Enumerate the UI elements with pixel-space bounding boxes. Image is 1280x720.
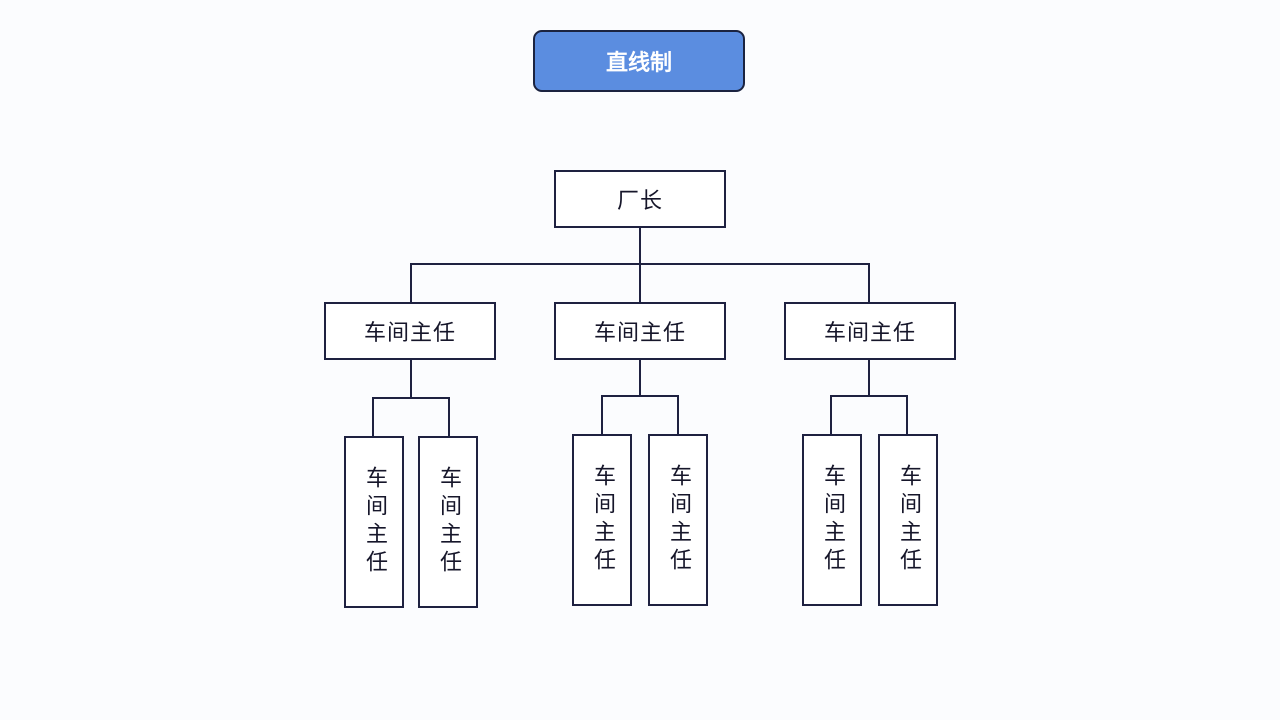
- connector-group1-left: [372, 397, 374, 437]
- connector-to-level2-3: [868, 263, 870, 303]
- connector-to-level2-1: [410, 263, 412, 303]
- node-factory-director: 厂长: [554, 170, 726, 228]
- node-level3-3-2: 车间主任: [878, 434, 938, 606]
- connector-group1-down: [410, 358, 412, 398]
- connector-group1-bar: [372, 397, 450, 399]
- connector-root-down: [639, 228, 641, 302]
- node-level3-3-1: 车间主任: [802, 434, 862, 606]
- node-level3-1-1: 车间主任: [344, 436, 404, 608]
- connector-group2-bar: [601, 395, 679, 397]
- connector-group3-down: [868, 358, 870, 396]
- node-level3-2-1: 车间主任: [572, 434, 632, 606]
- connector-group3-left: [830, 395, 832, 435]
- node-workshop-director-3: 车间主任: [784, 302, 956, 360]
- diagram-title: 直线制: [533, 30, 745, 92]
- node-level3-1-2: 车间主任: [418, 436, 478, 608]
- connector-group3-right: [906, 395, 908, 435]
- connector-level2-bar: [410, 263, 870, 265]
- connector-group3-bar: [830, 395, 908, 397]
- node-level3-2-2: 车间主任: [648, 434, 708, 606]
- connector-group2-right: [677, 395, 679, 435]
- node-workshop-director-1: 车间主任: [324, 302, 496, 360]
- node-workshop-director-2: 车间主任: [554, 302, 726, 360]
- connector-group1-right: [448, 397, 450, 437]
- connector-group2-left: [601, 395, 603, 435]
- connector-group2-down: [639, 358, 641, 396]
